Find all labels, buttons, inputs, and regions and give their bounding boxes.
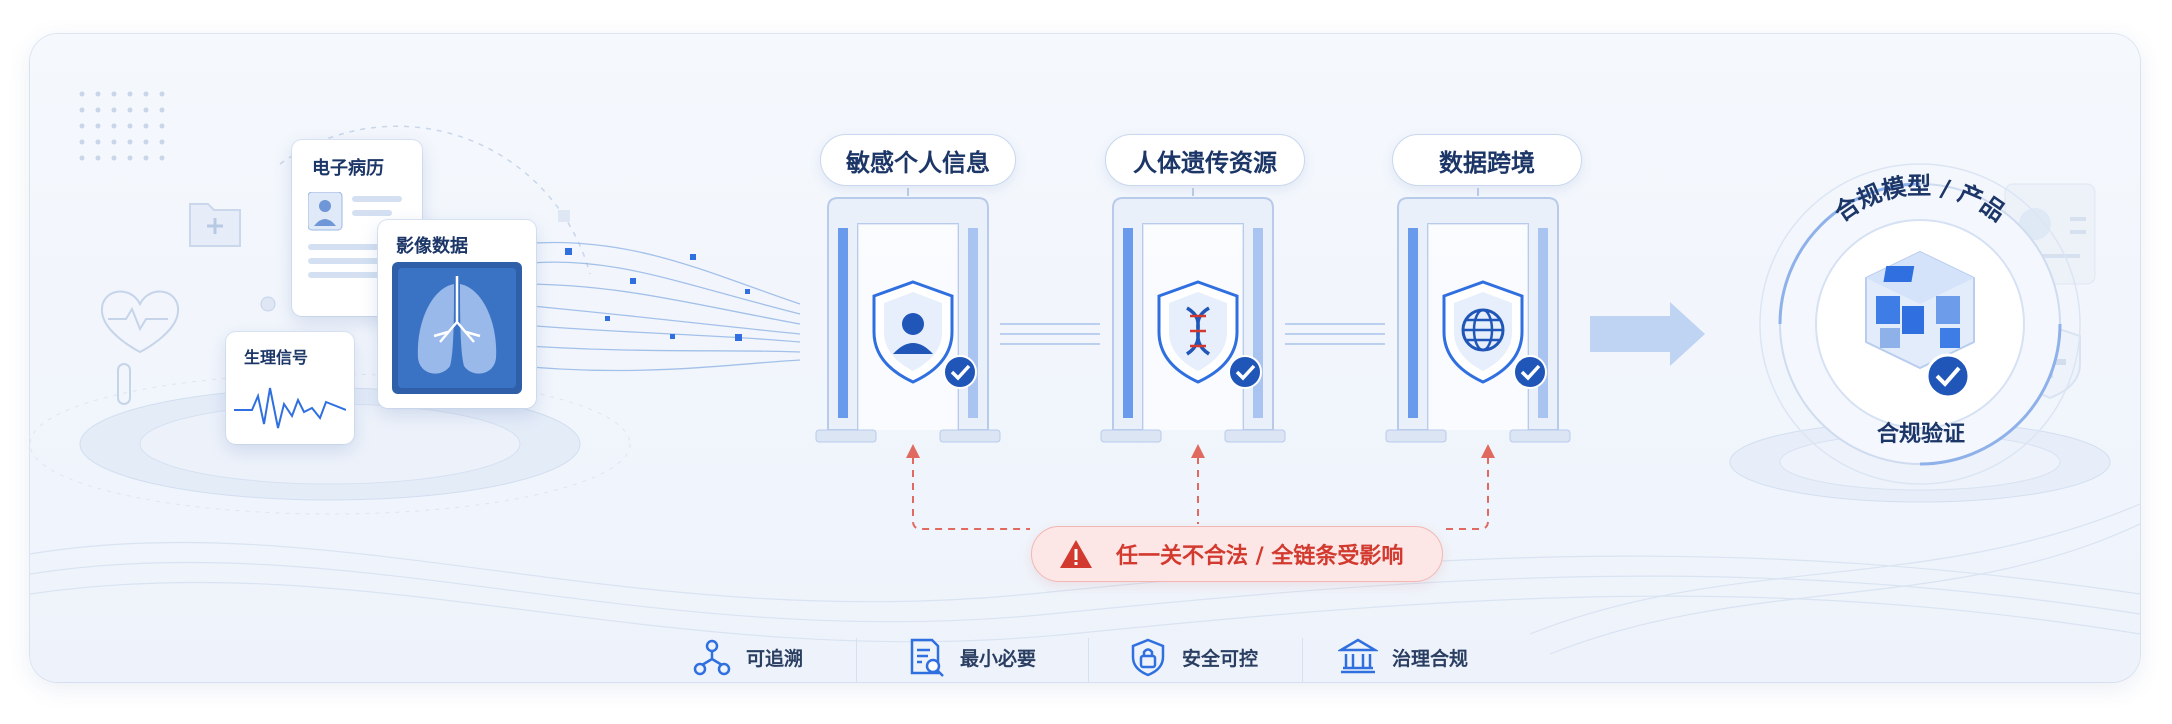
warning-banner: 任一关不合法 / 全链条受影响 <box>1031 526 1443 582</box>
feature-divider <box>856 638 857 682</box>
waveform-icon <box>234 387 346 429</box>
trace-nodes-icon <box>693 639 731 676</box>
shield-user-icon <box>872 280 954 384</box>
shield-globe-icon <box>1442 280 1524 384</box>
feature-governance-label: 治理合规 <box>1392 647 1469 670</box>
feature-traceable-label: 可追溯 <box>746 647 804 670</box>
lung-scan-icon <box>392 262 522 394</box>
warning-text: 任一关不合法 / 全链条受影响 <box>1116 544 1404 569</box>
feature-divider <box>1302 638 1303 682</box>
cube-icon <box>1865 250 1975 370</box>
gate-1-label: 敏感个人信息 <box>820 134 1016 186</box>
emr-label: 电子病历 <box>312 158 384 179</box>
feature-governance: 治理合规 <box>1338 634 1468 680</box>
imaging-label: 影像数据 <box>396 236 468 257</box>
physio-label: 生理信号 <box>244 348 309 367</box>
physio-card: 生理信号 <box>226 332 354 444</box>
gate-3-check-icon <box>1513 355 1547 389</box>
document-search-icon <box>910 638 944 677</box>
feature-minimal-label: 最小必要 <box>960 647 1037 670</box>
feature-divider <box>1088 638 1089 682</box>
patient-record-icon <box>308 192 402 278</box>
gate-2-label: 人体遗传资源 <box>1105 134 1305 186</box>
shield-lock-icon <box>1131 638 1165 677</box>
imaging-card: 影像数据 <box>378 220 536 408</box>
shield-dna-icon <box>1157 280 1239 384</box>
result-badge: 合规模型 / 产品 <box>1759 163 2081 485</box>
gate-3-label: 数据跨境 <box>1392 134 1582 186</box>
warning-triangle-icon <box>1060 540 1092 568</box>
gate-2-check-icon <box>1228 355 1262 389</box>
feature-minimal: 最小必要 <box>906 634 1036 680</box>
result-check-icon <box>1925 353 1971 399</box>
feature-secure: 安全可控 <box>1128 634 1258 680</box>
gate-1-check-icon <box>943 355 977 389</box>
feature-secure-label: 安全可控 <box>1182 647 1259 670</box>
result-bottom-label: 合规验证 <box>1876 422 1965 447</box>
institution-icon <box>1338 638 1378 674</box>
diagram-canvas: 电子病历 影像数据 生理信号 敏感个人信息 人体遗传资源 数据跨境 <box>30 34 2140 682</box>
feature-traceable: 可追溯 <box>692 634 803 680</box>
